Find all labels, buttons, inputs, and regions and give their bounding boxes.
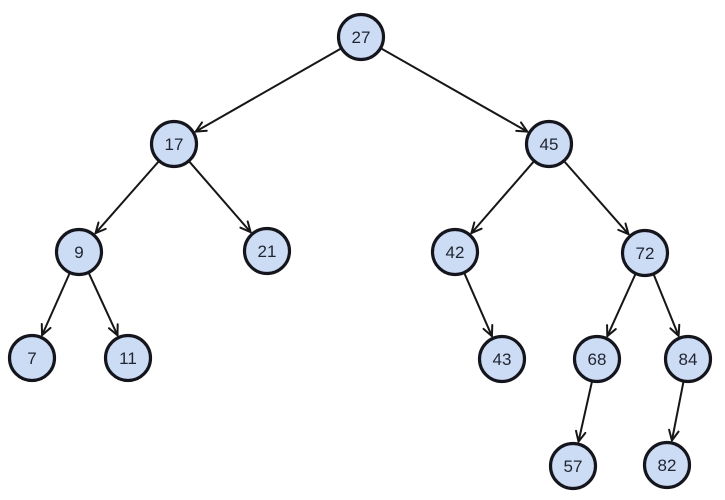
node-value: 43 <box>493 350 512 369</box>
node-value: 68 <box>588 350 607 369</box>
tree-node-21: 21 <box>242 226 292 276</box>
node-value: 17 <box>165 135 184 154</box>
tree-node-68: 68 <box>572 334 622 384</box>
edge-72-to-84 <box>652 274 679 336</box>
node-circle <box>642 440 692 490</box>
edge-17-to-21 <box>188 161 250 232</box>
tree-node-11: 11 <box>103 333 153 383</box>
edge-45-to-42 <box>471 161 535 233</box>
tree-node-42: 42 <box>430 227 480 277</box>
node-value: 45 <box>540 135 559 154</box>
node-circle <box>524 119 574 169</box>
node-circle <box>336 12 386 62</box>
edge-9-to-7 <box>42 273 71 336</box>
tree-node-82: 82 <box>642 440 692 490</box>
node-circle <box>663 334 713 384</box>
node-value: 9 <box>74 243 83 262</box>
node-circle <box>572 334 622 384</box>
tree-node-72: 72 <box>620 228 670 278</box>
node-value: 42 <box>446 243 465 262</box>
tree-node-7: 7 <box>7 333 57 383</box>
node-circle <box>430 227 480 277</box>
edge-9-to-11 <box>87 272 118 335</box>
tree-node-43: 43 <box>477 334 527 384</box>
node-value: 27 <box>352 28 371 47</box>
edge-27-to-17 <box>196 47 342 132</box>
node-circle <box>54 227 104 277</box>
node-circle <box>548 441 598 491</box>
edge-17-to-9 <box>96 160 160 234</box>
tree-node-84: 84 <box>663 334 713 384</box>
node-circle <box>103 333 153 383</box>
tree-node-57: 57 <box>548 441 598 491</box>
node-value: 57 <box>564 457 583 476</box>
node-circle <box>620 228 670 278</box>
tree-edges <box>42 47 685 442</box>
node-value: 21 <box>258 242 277 261</box>
edge-68-to-57 <box>579 381 593 442</box>
node-circle <box>242 226 292 276</box>
node-circle <box>7 333 57 383</box>
edge-45-to-72 <box>563 160 629 235</box>
node-value: 7 <box>27 349 36 368</box>
node-value: 72 <box>636 244 655 263</box>
node-value: 82 <box>658 456 677 475</box>
edge-84-to-82 <box>672 381 685 440</box>
edge-42-to-43 <box>463 273 492 337</box>
tree-nodes: 27 17 45 9 21 42 72 7 11 43 68 84 57 82 <box>7 12 713 491</box>
tree-node-9: 9 <box>54 227 104 277</box>
tree-node-27: 27 <box>336 12 386 62</box>
node-value: 84 <box>679 350 698 369</box>
node-circle <box>477 334 527 384</box>
tree-node-45: 45 <box>524 119 574 169</box>
tree-node-17: 17 <box>149 119 199 169</box>
node-circle <box>149 119 199 169</box>
edge-72-to-68 <box>607 273 637 336</box>
edge-27-to-45 <box>380 47 527 132</box>
node-value: 11 <box>119 349 137 368</box>
